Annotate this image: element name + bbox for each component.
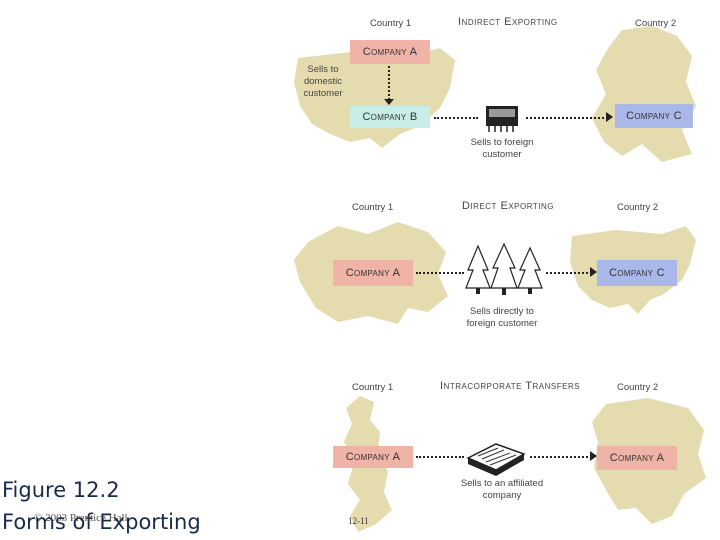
country2-label: Country 2 [617,202,659,213]
panel-title-intracorporate: Intracorporate Transfers [440,380,581,392]
arrow-head-down [384,99,394,105]
dotted-arrow-2b [546,272,592,274]
company-a-box: Company A [333,446,413,468]
europe-map [592,26,696,162]
dotted-arrow-2a [416,272,464,274]
country2-label: Country 2 [635,18,677,29]
dotted-arrow-3b [530,456,592,458]
copyright: © 2003 Prentice Hall [34,512,128,524]
arrow-head-1 [606,112,613,122]
country1-label: Country 1 [352,202,394,213]
panel-title-indirect: Indirect Exporting [458,16,558,28]
dotted-arrow-1b [526,117,608,119]
affiliated-note: Sells to an affiliated company [460,478,544,501]
foreign-note: Sells to foreign customer [470,137,534,160]
newspaper-icon [466,443,526,476]
arrow-head-3 [590,451,597,461]
company-a-box: Company A [333,260,413,286]
company-c-box: Company C [615,104,693,128]
company-a-foreign-box: Company A [597,446,677,470]
company-a-box: Company A [350,40,430,64]
chip-icon [486,106,518,132]
figure-caption-line1: Figure 12.2 [2,478,120,502]
country1-label: Country 1 [352,382,394,393]
direct-note: Sells directly to foreign customer [466,306,538,329]
company-c-box: Company C [597,260,677,286]
dotted-arrow-3a [416,456,464,458]
domestic-note: Sells to domestic customer [303,64,343,99]
company-b-box: Company B [350,106,430,128]
country1-label: Country 1 [370,18,412,29]
panel-title-direct: Direct Exporting [462,200,554,212]
country2-label: Country 2 [617,382,659,393]
page-number: 12-11 [348,516,369,526]
arrow-head-2 [590,267,597,277]
figure-caption-line2: Forms of Exporting [2,510,201,534]
trees-icon [465,242,543,295]
dotted-arrow-1a [434,117,478,119]
dotted-arrow-down [388,66,390,104]
